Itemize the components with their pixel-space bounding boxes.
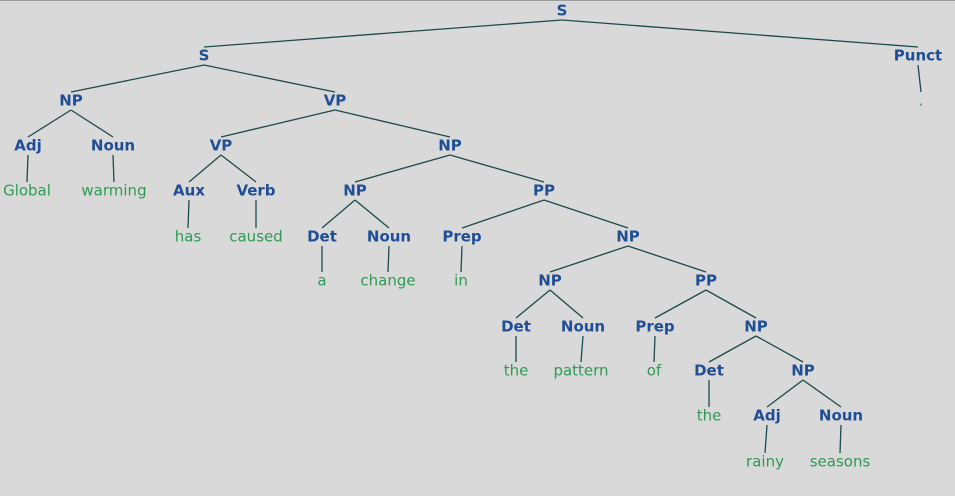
tree-word: change <box>360 271 416 290</box>
tree-edge <box>802 379 842 408</box>
tree-edge <box>354 199 390 229</box>
tree-edge <box>543 199 629 229</box>
tree-category-s: S <box>198 46 210 65</box>
tree-category-noun: Noun <box>366 227 412 246</box>
tree-edge <box>70 109 114 138</box>
tree-edge <box>705 289 757 319</box>
tree-edge <box>321 199 356 229</box>
tree-word: caused <box>229 227 283 246</box>
tree-edge <box>839 424 842 454</box>
tree-word: in <box>454 271 468 290</box>
tree-category-np: NP <box>438 136 462 155</box>
tree-edge <box>764 424 768 454</box>
tree-word: Global <box>3 181 51 200</box>
tree-category-det: Det <box>307 227 337 246</box>
tree-word: the <box>503 361 529 380</box>
tree-edge <box>755 335 804 363</box>
tree-edge <box>203 64 336 93</box>
tree-edge <box>917 64 922 93</box>
tree-category-np: NP <box>59 91 83 110</box>
tree-edge <box>203 19 563 48</box>
tree-edge <box>627 245 707 273</box>
tree-word: a <box>317 271 327 290</box>
tree-word: warming <box>81 181 147 200</box>
tree-category-prep: Prep <box>442 227 482 246</box>
tree-category-adj: Adj <box>14 136 42 155</box>
tree-category-det: Det <box>694 361 724 380</box>
tree-category-np: NP <box>343 181 367 200</box>
tree-edge <box>460 245 463 273</box>
tree-edge <box>354 154 451 183</box>
tree-word: seasons <box>809 452 871 471</box>
tree-category-noun: Noun <box>560 317 606 336</box>
tree-category-adj: Adj <box>753 406 781 425</box>
tree-edge <box>334 109 451 138</box>
tree-edge <box>449 154 545 183</box>
tree-category-punct: Punct <box>893 46 943 65</box>
tree-edge <box>766 379 804 408</box>
tree-word: has <box>174 227 202 246</box>
tree-category-pp: PP <box>695 271 717 290</box>
tree-category-aux: Aux <box>173 181 205 200</box>
tree-edge <box>112 154 115 183</box>
tree-word: . <box>918 91 924 110</box>
tree-category-prep: Prep <box>635 317 675 336</box>
tree-word: rainy <box>746 452 784 471</box>
tree-edge <box>461 199 545 229</box>
tree-edge <box>653 335 656 363</box>
tree-edge <box>549 245 629 273</box>
tree-category-s: S <box>556 1 568 20</box>
tree-edge <box>70 64 205 93</box>
tree-word: the <box>696 406 722 425</box>
tree-category-pp: PP <box>533 181 555 200</box>
tree-category-det: Det <box>501 317 531 336</box>
tree-edge <box>26 154 29 183</box>
tree-edge <box>654 289 707 319</box>
tree-edge <box>708 335 757 363</box>
tree-edge <box>220 154 257 183</box>
tree-category-verb: Verb <box>236 181 276 200</box>
tree-edge <box>27 109 72 138</box>
tree-category-np: NP <box>791 361 815 380</box>
tree-category-np: NP <box>616 227 640 246</box>
tree-category-noun: Noun <box>90 136 136 155</box>
tree-edge <box>220 109 336 138</box>
tree-edge <box>187 199 190 229</box>
tree-edge <box>561 19 919 48</box>
tree-edge <box>549 289 584 319</box>
tree-word: of <box>646 361 662 380</box>
tree-edge <box>188 154 222 183</box>
tree-category-vp: VP <box>209 136 233 155</box>
tree-word: pattern <box>553 361 609 380</box>
tree-category-np: NP <box>538 271 562 290</box>
tree-edge <box>515 289 551 319</box>
tree-category-vp: VP <box>323 91 347 110</box>
tree-category-np: NP <box>744 317 768 336</box>
tree-category-noun: Noun <box>818 406 864 425</box>
tree-edge <box>580 335 584 363</box>
tree-edge <box>387 245 390 273</box>
